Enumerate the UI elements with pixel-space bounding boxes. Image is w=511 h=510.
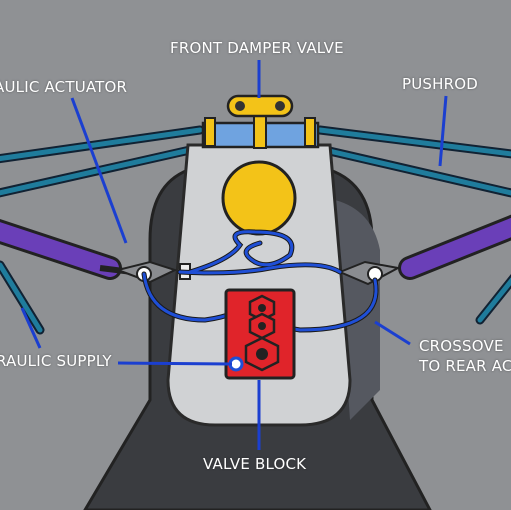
- label-crossover-line1: CROSSOVE: [419, 337, 504, 355]
- label-hydraulic-supply: RAULIC SUPPLY: [0, 352, 112, 370]
- chassis-plate: [166, 143, 352, 427]
- left-hydraulic-actuator: [0, 218, 191, 284]
- right-wishbones-fill: [317, 127, 511, 323]
- label-valve-block: VALVE BLOCK: [203, 455, 307, 473]
- valve-block-icon: [224, 288, 296, 380]
- left-wishbones-fill: [0, 127, 203, 333]
- right-hydraulic-actuator: [337, 214, 511, 286]
- reservoir-disc: [221, 160, 297, 236]
- label-crossover-line2: TO REAR AC: [419, 357, 511, 375]
- label-front-damper-valve: FRONT DAMPER VALVE: [170, 39, 344, 57]
- label-pushrod: PUSHROD: [402, 75, 479, 93]
- front-damper-valve-icon: [226, 94, 294, 118]
- label-hydraulic-actuator: AULIC ACTUATOR: [0, 78, 128, 96]
- callout-lines: [20, 60, 448, 450]
